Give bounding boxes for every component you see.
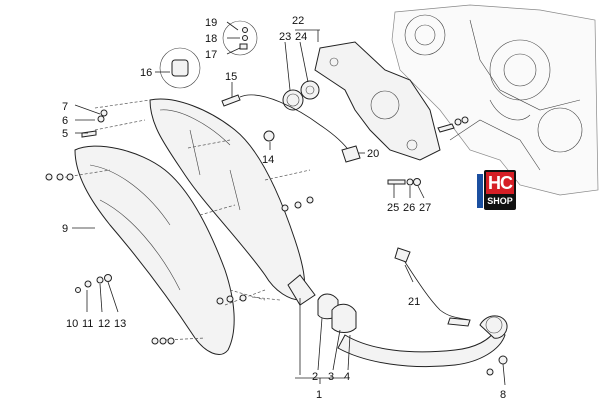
logo-side-stripe — [477, 174, 483, 208]
callout-6: 6 — [62, 115, 68, 127]
engine-block — [391, 4, 599, 196]
callout-21: 21 — [408, 296, 420, 308]
callout-20: 20 — [367, 148, 379, 160]
callout-24: 24 — [295, 31, 307, 43]
hc-shop-logo[interactable]: HC SHOP — [477, 170, 516, 210]
callout-25: 25 — [387, 202, 399, 214]
callout-13: 13 — [114, 318, 126, 330]
callout-4: 4 — [344, 371, 350, 383]
callout-10: 10 — [66, 318, 78, 330]
lambda-sensor — [221, 94, 361, 163]
exhaust-pipe — [337, 315, 508, 368]
callout-2: 2 — [312, 371, 318, 383]
callout-22: 22 — [292, 15, 304, 27]
callout-26: 26 — [403, 202, 415, 214]
callout-17: 17 — [205, 49, 217, 61]
o2-sensor — [394, 247, 471, 327]
callout-18: 18 — [205, 33, 217, 45]
callout-27: 27 — [419, 202, 431, 214]
logo-hc-text: HC — [486, 172, 514, 194]
clamp-detail — [159, 20, 258, 89]
callout-labels: 1 2 3 4 5 6 7 8 9 10 11 12 13 14 15 16 1… — [62, 15, 506, 401]
bracket-assembly — [282, 41, 441, 161]
callout-14: 14 — [262, 154, 274, 166]
logo-shop-text: SHOP — [487, 196, 513, 206]
callout-15: 15 — [225, 71, 237, 83]
callout-3: 3 — [328, 371, 334, 383]
heat-shield — [74, 145, 235, 355]
callout-23: 23 — [279, 31, 291, 43]
callout-19: 19 — [205, 17, 217, 29]
leader-lines — [72, 21, 506, 386]
callout-1: 1 — [316, 389, 322, 401]
callout-7: 7 — [62, 101, 68, 113]
gasket-parts — [317, 293, 357, 333]
fasteners — [45, 109, 508, 376]
callout-9: 9 — [62, 223, 68, 235]
callout-12: 12 — [98, 318, 110, 330]
callout-11: 11 — [82, 318, 93, 330]
callout-5: 5 — [62, 128, 68, 140]
callout-16: 16 — [140, 67, 152, 79]
callout-8: 8 — [500, 389, 506, 401]
